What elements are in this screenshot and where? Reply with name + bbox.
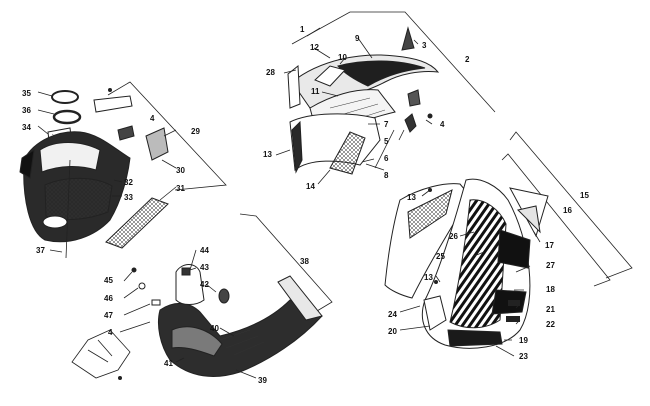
mount-bracket-part	[93, 95, 133, 113]
callout-34: 34	[22, 123, 31, 132]
callout-47: 47	[104, 311, 113, 320]
callout-7: 7	[384, 120, 389, 129]
callout-3: 3	[422, 41, 427, 50]
mesh-panel-part	[105, 197, 169, 249]
callout-45: 45	[104, 276, 113, 285]
callout-12: 12	[310, 43, 319, 52]
callout-labels: 1 2 3 4 5 6 7 8 9 10 11 12 13 14 15 16 1…	[22, 25, 589, 385]
bracket-16	[501, 153, 611, 287]
callout-4-console: 4	[150, 114, 155, 123]
callout-6: 6	[384, 154, 389, 163]
callout-30: 30	[176, 166, 185, 175]
callout-21: 21	[546, 305, 555, 314]
gauge-ring-part	[51, 90, 79, 104]
callout-26: 26	[449, 232, 458, 241]
callout-19: 19	[519, 336, 528, 345]
callout-33: 33	[124, 193, 133, 202]
callout-18: 18	[546, 285, 555, 294]
callout-36: 36	[22, 106, 31, 115]
callout-42: 42	[200, 280, 209, 289]
hood-assembly	[275, 11, 496, 185]
callout-16: 16	[563, 206, 572, 215]
bracket-1-2	[291, 11, 496, 113]
callout-38: 38	[300, 257, 309, 266]
callout-23: 23	[519, 352, 528, 361]
callout-28: 28	[266, 68, 275, 77]
callout-4: 4	[440, 120, 445, 129]
callout-11: 11	[311, 87, 320, 96]
callout-14: 14	[306, 182, 315, 191]
callout-31: 31	[176, 184, 185, 193]
callout-29: 29	[191, 127, 200, 136]
callout-24: 24	[388, 310, 397, 319]
callout-44: 44	[200, 246, 209, 255]
callout-13: 13	[263, 150, 272, 159]
callout-17: 17	[545, 241, 554, 250]
callout-5: 5	[384, 137, 389, 146]
belly-pan-part	[157, 299, 323, 377]
belly-pan-assembly	[71, 213, 333, 380]
callout-37: 37	[36, 246, 45, 255]
callout-13-side-top: 13	[407, 193, 416, 202]
callout-9: 9	[355, 34, 360, 43]
callout-46: 46	[104, 294, 113, 303]
fin-part	[401, 26, 415, 51]
callout-32: 32	[124, 178, 133, 187]
bracket-29	[107, 81, 227, 191]
callout-10: 10	[338, 53, 347, 62]
callout-39: 39	[258, 376, 267, 385]
callout-27: 27	[546, 261, 555, 270]
callout-8: 8	[384, 171, 389, 180]
callout-2: 2	[465, 55, 470, 64]
bracket-15	[509, 131, 633, 279]
side-panel-assembly	[384, 131, 633, 357]
callout-13-side-lower: 13	[424, 273, 433, 282]
callout-4-lower: 4	[108, 328, 113, 337]
callout-41: 41	[164, 359, 173, 368]
callout-43: 43	[200, 263, 209, 272]
callout-40: 40	[210, 324, 219, 333]
console-assembly	[19, 81, 227, 259]
callout-20: 20	[388, 327, 397, 336]
trim-part	[145, 127, 169, 161]
vent-panel-part	[329, 131, 366, 175]
outer-side-panel-part	[384, 183, 471, 299]
callout-22: 22	[546, 320, 555, 329]
callout-1: 1	[300, 25, 305, 34]
callout-25: 25	[436, 252, 445, 261]
frame-bracket-part	[71, 329, 131, 379]
callout-15: 15	[580, 191, 589, 200]
callout-35: 35	[22, 89, 31, 98]
